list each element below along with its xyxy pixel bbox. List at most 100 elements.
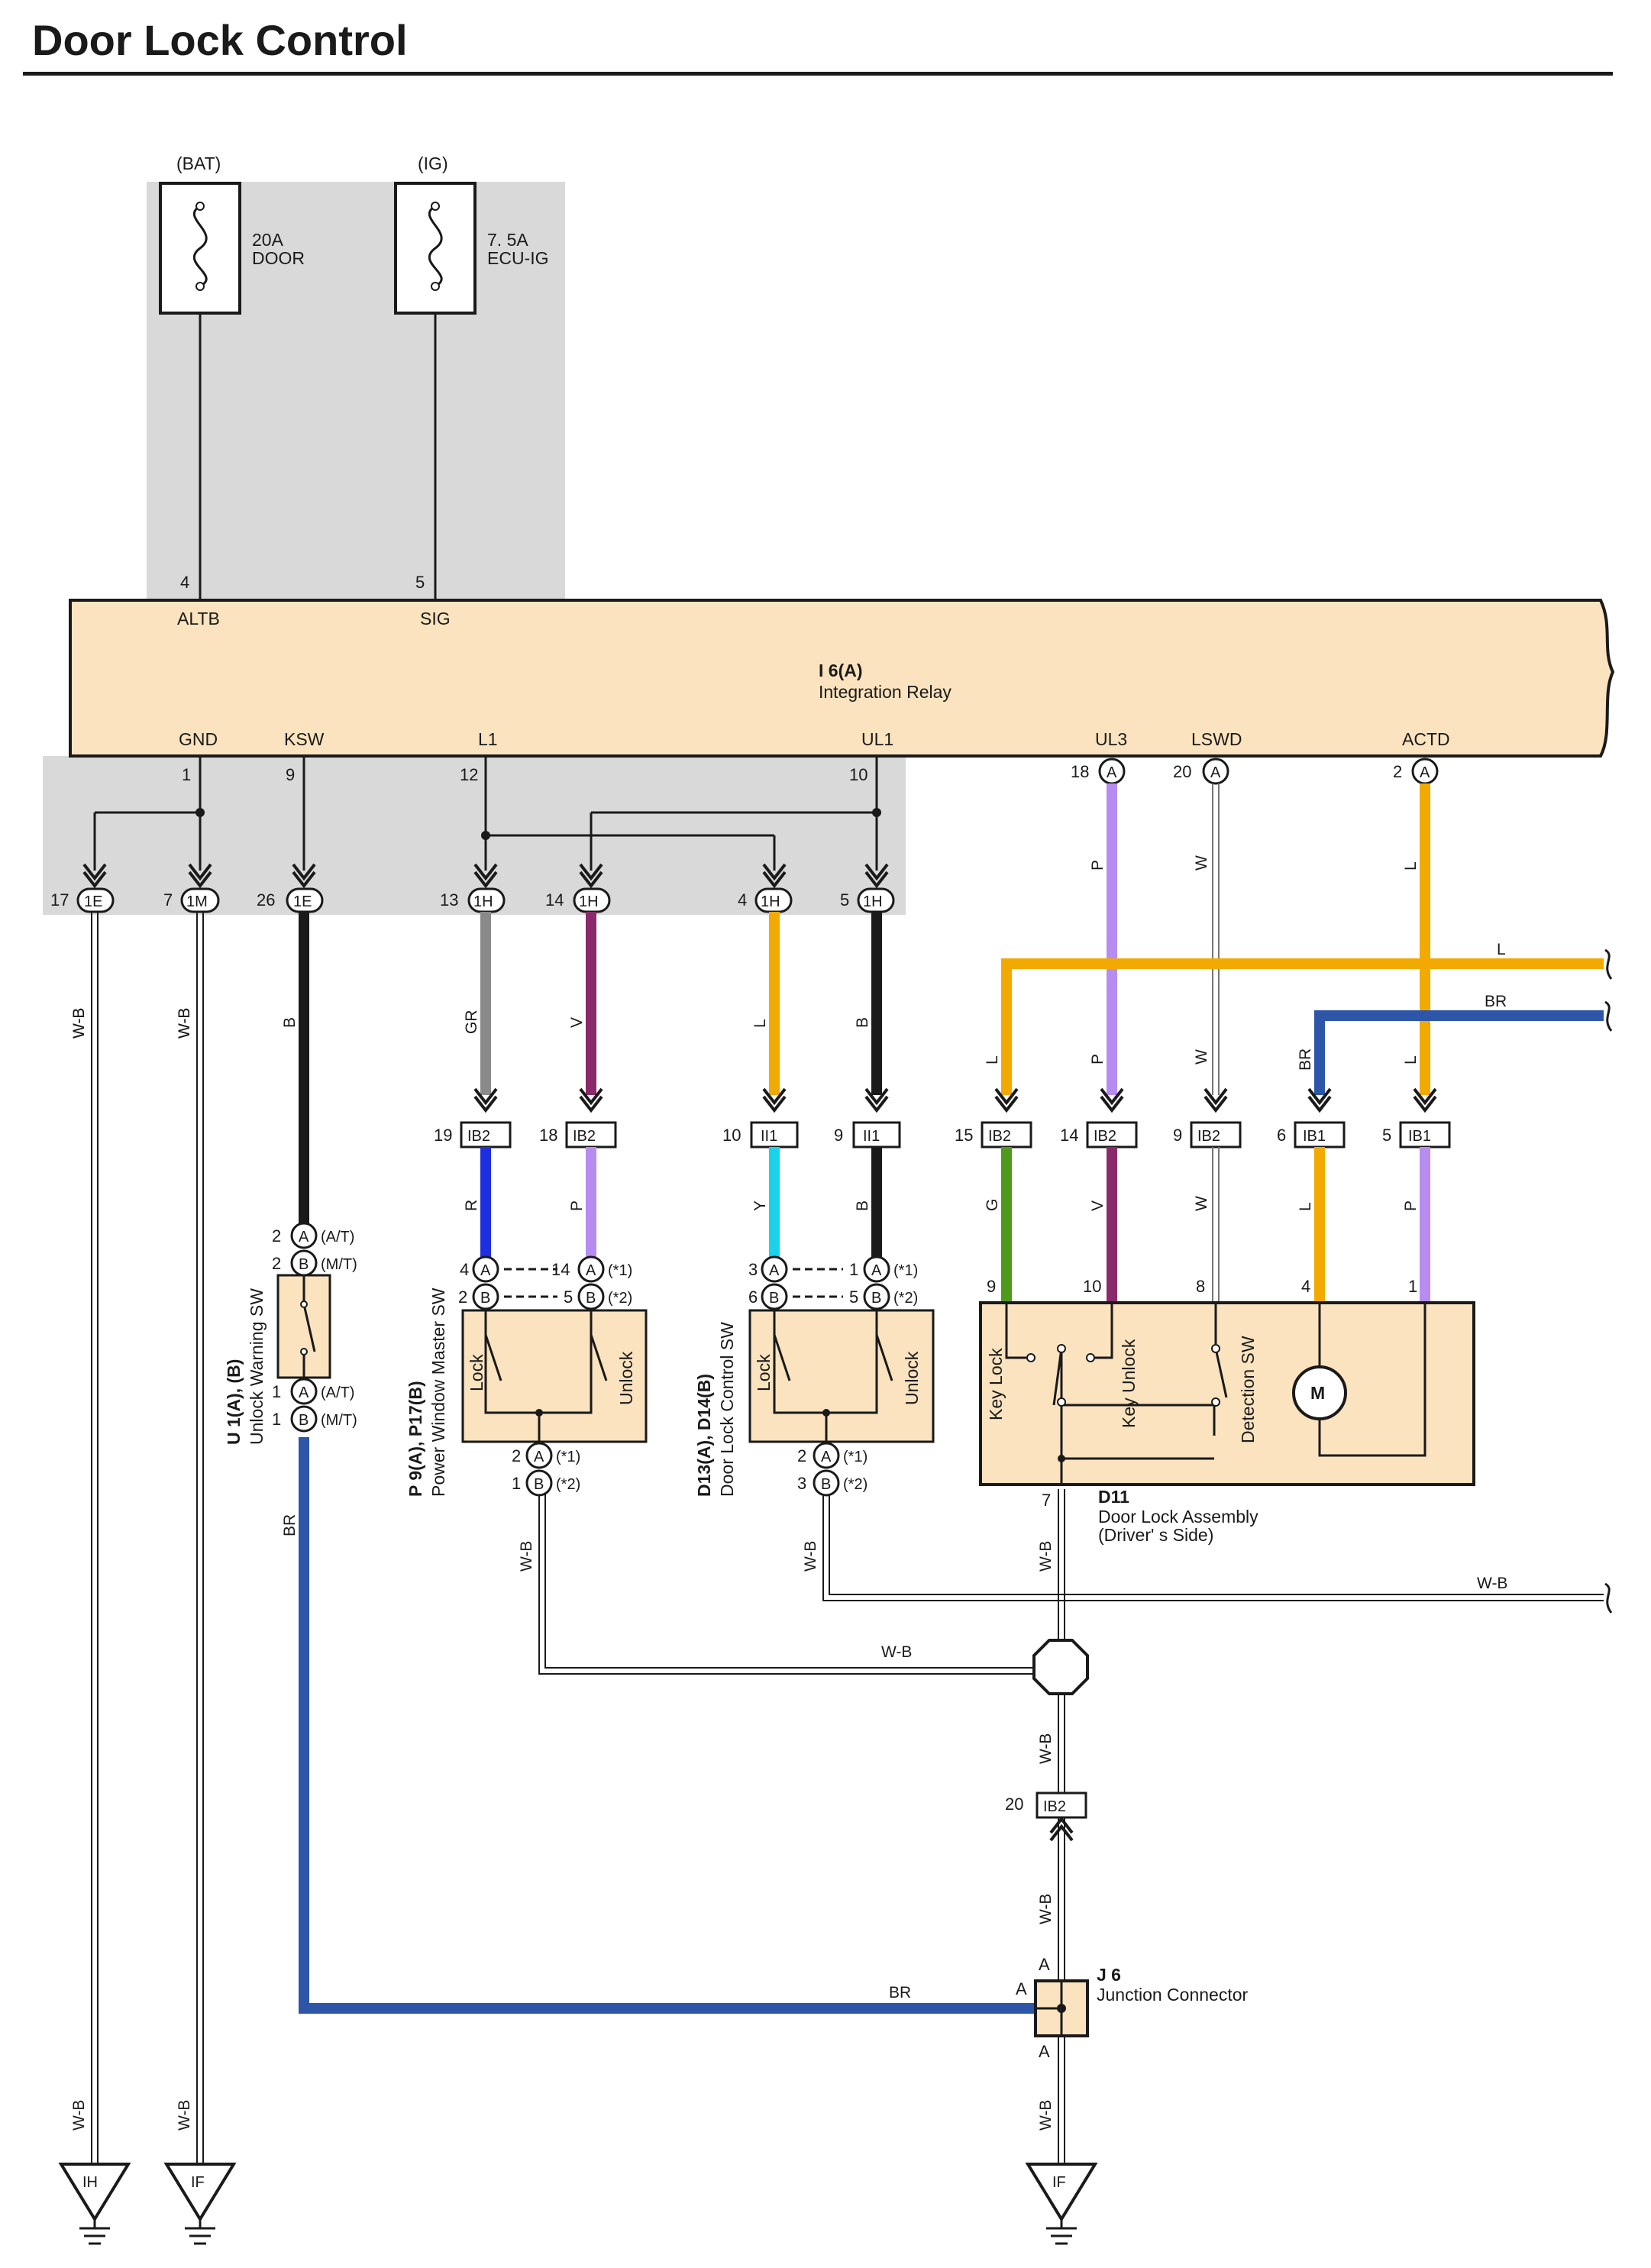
svg-text:BR: BR (889, 1984, 911, 2001)
svg-text:M: M (1310, 1383, 1325, 1403)
svg-text:IB2: IB2 (1043, 1798, 1066, 1815)
relay-terminal-lswd: LSWD (1191, 729, 1242, 749)
unlock-warning-switch: A 2 (A/T) B 2 (M/T) A 1 (A/T) B 1 (M/T) … (224, 1222, 357, 1445)
svg-text:(M/T): (M/T) (321, 1256, 357, 1273)
junction-dot (195, 808, 205, 817)
svg-text:1E: 1E (293, 893, 312, 910)
relay-terminal-ul3: UL3 (1095, 729, 1127, 749)
connector-1h: 13 1H (440, 887, 506, 913)
svg-text:18: 18 (539, 1126, 557, 1145)
svg-text:1E: 1E (84, 893, 102, 910)
svg-text:A: A (871, 1262, 882, 1279)
relay-terminal-altb: ALTB (177, 609, 220, 628)
svg-text:V: V (1089, 1200, 1107, 1211)
svg-text:BR: BR (281, 1514, 299, 1536)
svg-text:14: 14 (545, 890, 564, 909)
fuse-supply-ig: (IG) (418, 153, 448, 173)
svg-text:W-B: W-B (1037, 1733, 1055, 1764)
svg-text:P 9(A), P17(B): P 9(A), P17(B) (405, 1381, 425, 1497)
relay-pins-right: 18 A 20 A 2 A (1071, 758, 1439, 785)
svg-text:Door Lock Control SW: Door Lock Control SW (717, 1322, 737, 1497)
svg-text:1H: 1H (863, 893, 883, 910)
svg-text:1H: 1H (761, 893, 780, 910)
svg-text:2: 2 (272, 1254, 281, 1273)
connector-row-top: 17 1E 7 1M 26 1E 13 1H 14 1H 4 1H (50, 887, 895, 913)
svg-text:15: 15 (955, 1126, 973, 1145)
svg-text:P: P (1089, 1054, 1107, 1065)
relay-code: I 6(A) (819, 661, 863, 680)
svg-text:18: 18 (1071, 762, 1089, 781)
svg-text:W: W (1193, 855, 1210, 871)
svg-text:1M: 1M (186, 893, 208, 910)
svg-text:5: 5 (564, 1287, 573, 1307)
svg-text:(A/T): (A/T) (321, 1229, 354, 1245)
svg-text:5: 5 (1382, 1126, 1391, 1145)
svg-text:W-B: W-B (1037, 1894, 1055, 1924)
svg-text:W-B: W-B (1477, 1575, 1507, 1592)
svg-text:D13(A), D14(B): D13(A), D14(B) (694, 1374, 714, 1497)
svg-text:Lock: Lock (467, 1354, 486, 1391)
svg-text:Y: Y (751, 1200, 769, 1211)
svg-text:13: 13 (440, 890, 458, 909)
svg-text:W-B: W-B (1037, 2100, 1055, 2131)
svg-text:L: L (1497, 941, 1506, 958)
svg-text:IF: IF (1052, 2174, 1066, 2191)
svg-text:1H: 1H (579, 893, 599, 910)
junction-dot (481, 831, 490, 840)
page-title: Door Lock Control (32, 16, 408, 64)
svg-text:5: 5 (849, 1287, 858, 1307)
wire-color-labels: W-B W-B B GR V L B P W L L P W BR L R P … (70, 855, 1507, 2131)
svg-text:II1: II1 (863, 1128, 880, 1145)
svg-text:BR: BR (1485, 993, 1507, 1010)
relay-terminal-actd: ACTD (1402, 729, 1450, 749)
svg-text:2: 2 (458, 1287, 467, 1307)
wire-break-mark (1604, 948, 1613, 1032)
svg-text:IF: IF (191, 2174, 205, 2191)
connector-1h: 14 1H (545, 887, 611, 913)
svg-text:26: 26 (257, 890, 275, 909)
svg-text:20: 20 (1005, 1795, 1023, 1814)
svg-text:A: A (299, 1384, 309, 1401)
svg-text:W-B: W-B (881, 1643, 912, 1661)
svg-text:W-B: W-B (176, 1008, 193, 1039)
svg-text:2: 2 (272, 1226, 281, 1245)
svg-text:B: B (281, 1017, 299, 1028)
svg-text:14: 14 (1060, 1126, 1078, 1145)
fuse-door: (BAT) 20A DOOR 4 (159, 153, 305, 599)
svg-text:(*2): (*2) (608, 1290, 632, 1307)
svg-text:A: A (1420, 764, 1430, 781)
svg-text:W-B: W-B (802, 1541, 819, 1572)
svg-text:IB2: IB2 (573, 1128, 596, 1145)
svg-text:Key Lock: Key Lock (986, 1348, 1006, 1420)
svg-text:A: A (1210, 764, 1221, 781)
svg-text:(Driver' s Side): (Driver' s Side) (1098, 1525, 1213, 1545)
svg-text:IB2: IB2 (1197, 1128, 1220, 1145)
relay-pin-1: 1 (182, 765, 191, 784)
wires-lower (299, 1147, 1604, 2169)
svg-text:II1: II1 (761, 1128, 777, 1145)
svg-text:W-B: W-B (176, 2100, 193, 2131)
junction-connector-j6: A A A J 6 Junction Connector (1016, 1955, 1249, 2061)
svg-text:3: 3 (748, 1260, 758, 1279)
wire-break-mark (1604, 1582, 1613, 1614)
svg-text:B: B (871, 1290, 881, 1307)
wires-main (91, 783, 1604, 2169)
svg-text:1: 1 (849, 1260, 858, 1279)
svg-text:Detection SW: Detection SW (1238, 1336, 1258, 1443)
connector-1m: 7 1M (163, 887, 220, 913)
ground-ih: IH (58, 2163, 131, 2245)
ground-if: IF (1025, 2163, 1098, 2245)
svg-text:2: 2 (1393, 762, 1402, 781)
junction-dot (872, 808, 881, 817)
svg-text:IB1: IB1 (1303, 1128, 1326, 1145)
title-rule (23, 72, 1613, 76)
svg-text:W-B: W-B (70, 1008, 88, 1039)
svg-text:1: 1 (272, 1382, 281, 1401)
svg-text:Door Lock Assembly: Door Lock Assembly (1098, 1507, 1258, 1527)
svg-text:Junction Connector: Junction Connector (1097, 1985, 1249, 2005)
svg-text:2: 2 (512, 1446, 521, 1465)
svg-text:4: 4 (738, 890, 747, 909)
svg-text:B: B (586, 1290, 596, 1307)
svg-text:6: 6 (748, 1287, 758, 1307)
integration-relay: ALTB SIG I 6(A) Integration Relay GND KS… (69, 599, 1615, 758)
